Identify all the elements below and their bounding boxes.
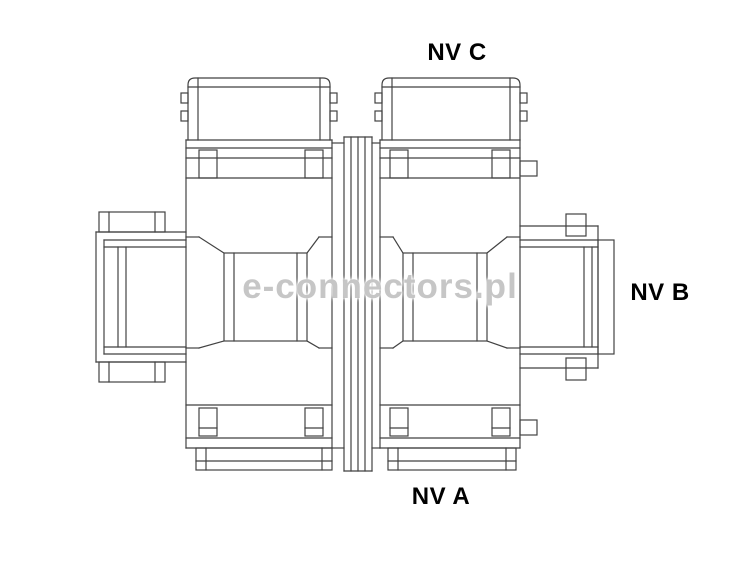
bolt-top-right-2 <box>491 149 511 179</box>
right-port-port-b <box>519 213 615 381</box>
label-nv-c: NV C <box>427 39 487 66</box>
left-port <box>95 211 187 383</box>
bottom-flange-right <box>379 404 538 449</box>
watermark: e-connectors.pl <box>242 267 518 306</box>
label-nv-a: NV A <box>411 483 471 510</box>
bolt-bottom-left-2 <box>304 407 324 437</box>
side-lug-bottom <box>519 419 538 436</box>
spool-left <box>223 252 308 342</box>
bottom-plate-right-port-a <box>387 447 517 471</box>
bore-chamfers-left <box>185 236 333 349</box>
bolt-bottom-left-1 <box>198 407 218 437</box>
bolt-bottom-right-1 <box>389 407 409 437</box>
right-port-bottom-clamp <box>565 357 587 381</box>
top-left-cap <box>180 77 338 141</box>
bore-chamfers-right <box>379 236 521 349</box>
top-right-cap-port-c <box>374 77 528 141</box>
right-port-top-clamp <box>565 213 587 237</box>
bottom-flange-left <box>185 404 333 449</box>
center-interface <box>331 136 381 472</box>
bottom-plate-left <box>195 447 333 471</box>
bolt-top-left-2 <box>304 149 324 179</box>
top-flange-left <box>185 139 333 179</box>
label-nv-b: NV B <box>630 279 690 306</box>
bolt-bottom-right-2 <box>491 407 511 437</box>
side-lug-top <box>519 160 538 177</box>
bolt-top-left-1 <box>198 149 218 179</box>
top-flange-right <box>379 139 538 179</box>
bolt-top-right-1 <box>389 149 409 179</box>
body-outline <box>185 139 521 449</box>
spool-right <box>402 252 488 342</box>
right-port-end-plate <box>597 239 615 355</box>
